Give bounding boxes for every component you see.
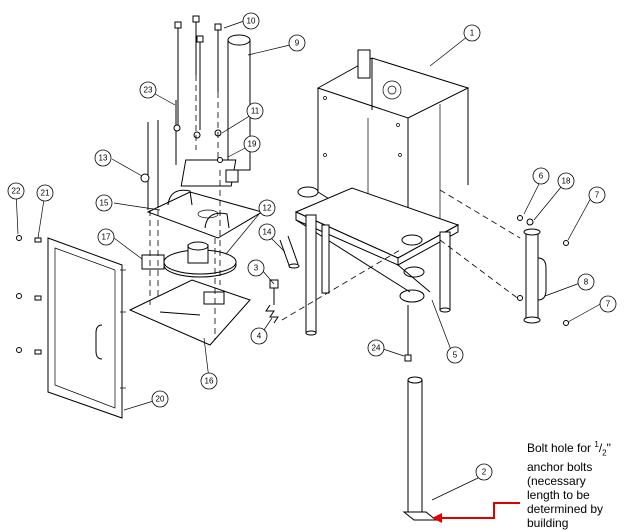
callout-13: 13 [94, 149, 112, 167]
lower-assembly [128, 170, 251, 346]
svg-text:2: 2 [482, 468, 487, 477]
svg-text:7: 7 [606, 300, 611, 309]
callout-3: 3 [247, 259, 265, 277]
base-frame [294, 186, 460, 336]
post-part-2 [402, 305, 438, 521]
callout-12: 12 [258, 199, 276, 217]
callout-20: 20 [151, 390, 169, 408]
callout-2: 2 [475, 463, 493, 481]
svg-text:7: 7 [595, 191, 600, 200]
callout-10: 10 [242, 12, 260, 30]
callout-14: 14 [258, 223, 276, 241]
svg-text:9: 9 [295, 39, 300, 48]
callout-17: 17 [97, 228, 115, 246]
fasteners [16, 157, 569, 355]
svg-text:11: 11 [251, 107, 260, 116]
callout-7a: 7 [588, 186, 606, 204]
svg-text:14: 14 [263, 228, 272, 237]
svg-text:23: 23 [144, 86, 153, 95]
callout-15: 15 [95, 194, 113, 212]
callout-19: 19 [243, 135, 261, 153]
note-line1-prefix: Bolt hole for [527, 441, 595, 455]
callout-24: 24 [367, 339, 385, 357]
bolt-hole-note: Bolt hole for 1/2" anchor bolts (necessa… [527, 438, 619, 530]
callout-bubbles: 1 2 3 4 5 6 7 7 8 9 10 11 12 13 14 15 16… [7, 12, 617, 481]
callout-5: 5 [446, 346, 464, 364]
callout-16: 16 [200, 372, 218, 390]
callout-18: 18 [557, 172, 575, 190]
callout-23: 23 [139, 81, 157, 99]
svg-text:5: 5 [453, 351, 458, 360]
svg-text:21: 21 [41, 189, 50, 198]
callout-21: 21 [36, 184, 54, 202]
callout-7b: 7 [599, 295, 617, 313]
svg-text:24: 24 [372, 344, 381, 353]
door-part-20 [47, 237, 126, 419]
pipe-part-9 [180, 34, 251, 187]
bolt-hole-arrow [432, 502, 520, 523]
svg-text:4: 4 [257, 332, 262, 341]
handle-part-8 [439, 189, 547, 324]
callout-9: 9 [288, 34, 306, 52]
svg-text:20: 20 [156, 395, 165, 404]
note-fraction-slash: / [598, 441, 603, 455]
bolts-upper [147, 15, 222, 210]
svg-text:1: 1 [470, 29, 475, 38]
svg-text:10: 10 [247, 17, 256, 26]
callout-22: 22 [7, 182, 25, 200]
svg-text:17: 17 [102, 233, 111, 242]
note-fraction-numerator: 1 [594, 440, 599, 449]
svg-text:12: 12 [263, 204, 272, 213]
callout-11: 11 [246, 102, 264, 120]
note-inch-mark: " [606, 441, 611, 455]
note-body: anchor bolts (necessary length to be det… [527, 460, 604, 531]
svg-text:22: 22 [12, 187, 21, 196]
svg-text:8: 8 [584, 278, 589, 287]
svg-text:15: 15 [100, 199, 109, 208]
svg-text:18: 18 [562, 177, 571, 186]
svg-text:3: 3 [254, 264, 259, 273]
callout-8: 8 [577, 273, 595, 291]
svg-text:6: 6 [539, 172, 544, 181]
note-fraction-denominator: 2 [602, 448, 607, 458]
svg-text:13: 13 [99, 154, 108, 163]
callout-6: 6 [532, 167, 550, 185]
callout-1: 1 [463, 24, 481, 42]
callout-4: 4 [250, 327, 268, 345]
svg-text:19: 19 [248, 140, 257, 149]
cover-plate-part-15 [146, 189, 264, 239]
svg-text:16: 16 [205, 377, 214, 386]
